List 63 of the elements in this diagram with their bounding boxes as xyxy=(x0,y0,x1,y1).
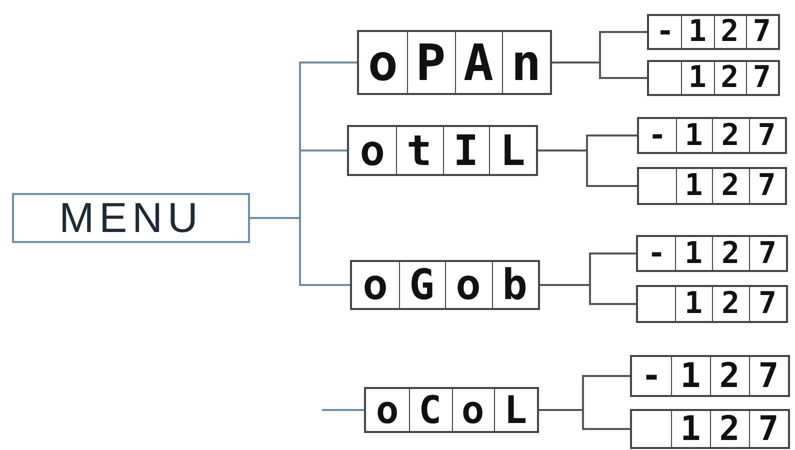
connector-line xyxy=(322,409,364,411)
display-character: 2 xyxy=(720,62,740,94)
display-character: G xyxy=(408,262,436,308)
display-character: 1 xyxy=(683,287,704,321)
lcd-display xyxy=(647,60,780,96)
display-character: n xyxy=(512,32,540,93)
display-character: - xyxy=(646,237,667,270)
display-character: 7 xyxy=(757,357,780,395)
display-character: P xyxy=(416,32,445,93)
lcd-display xyxy=(636,285,788,323)
display-character: o xyxy=(358,127,386,174)
lcd-display xyxy=(637,167,787,205)
connector-line xyxy=(539,409,630,430)
display-character: 1 xyxy=(683,237,704,270)
lcd-display xyxy=(364,387,539,433)
display-character: L xyxy=(498,127,526,174)
display-character: - xyxy=(647,119,668,152)
lcd-display xyxy=(350,260,540,310)
display-character: 2 xyxy=(720,119,740,152)
lcd-display xyxy=(637,117,787,154)
display-character: o xyxy=(454,262,482,308)
display-character: 7 xyxy=(757,287,778,321)
display-character: 2 xyxy=(718,411,741,447)
display-character: o xyxy=(362,262,389,308)
display-character: 1 xyxy=(688,62,708,94)
display-character: 7 xyxy=(757,411,780,447)
display-character: - xyxy=(655,16,675,48)
display-character: I xyxy=(452,127,480,174)
menu-label: MENU xyxy=(59,197,203,239)
display-character: A xyxy=(464,32,493,93)
lcd-display xyxy=(347,125,538,176)
lcd-display xyxy=(630,409,790,449)
lcd-display xyxy=(357,30,552,95)
display-character: o xyxy=(460,389,486,431)
display-character: 2 xyxy=(720,16,740,48)
display-character: 1 xyxy=(679,411,702,447)
display-character: - xyxy=(640,357,663,395)
display-character: 7 xyxy=(757,237,778,270)
display-character: b xyxy=(501,262,528,308)
lcd-display xyxy=(647,14,780,50)
display-character: 2 xyxy=(720,237,741,270)
display-character: 7 xyxy=(756,119,777,152)
display-character: 7 xyxy=(752,62,772,94)
display-character: 2 xyxy=(720,169,740,203)
display-character: 1 xyxy=(684,169,704,203)
display-character: 1 xyxy=(688,16,708,48)
display-character: 7 xyxy=(752,16,772,48)
display-character: L xyxy=(503,389,528,431)
connector-line xyxy=(250,217,350,286)
display-character: o xyxy=(368,32,398,93)
display-character: t xyxy=(405,127,433,174)
display-character: 1 xyxy=(679,357,702,395)
display-character: 1 xyxy=(684,119,704,152)
connector-line xyxy=(540,284,636,305)
menu-box xyxy=(12,193,250,243)
display-character: o xyxy=(374,389,400,431)
display-character: 2 xyxy=(720,287,741,321)
display-character: C xyxy=(418,389,443,431)
display-character: 7 xyxy=(756,169,777,203)
lcd-display xyxy=(630,355,790,397)
display-character: 2 xyxy=(718,357,741,395)
lcd-display xyxy=(636,235,788,272)
connector-line xyxy=(552,62,647,79)
